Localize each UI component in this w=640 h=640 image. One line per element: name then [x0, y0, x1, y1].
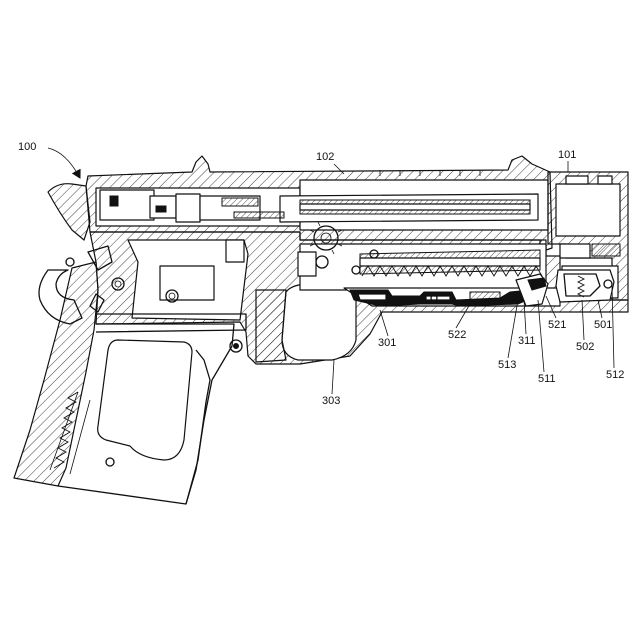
ref-301: 301 — [378, 337, 396, 349]
ref-502: 502 — [576, 341, 594, 353]
ref-513: 513 — [498, 359, 516, 371]
ref-512: 512 — [606, 369, 624, 381]
grip-panel-window — [98, 340, 192, 460]
ref-521: 521 — [548, 319, 566, 331]
ref-311: 311 — [518, 335, 536, 347]
ref-522: 522 — [448, 329, 466, 341]
magazine-303 — [282, 284, 356, 360]
ref-101: 101 — [558, 149, 576, 161]
arrow-100-leader — [48, 148, 80, 178]
ref-511: 511 — [538, 373, 556, 385]
ref-501: 501 — [594, 319, 612, 331]
ref-102: 102 — [316, 151, 334, 163]
ref-100: 100 — [18, 141, 36, 153]
ref-303: 303 — [322, 395, 340, 407]
